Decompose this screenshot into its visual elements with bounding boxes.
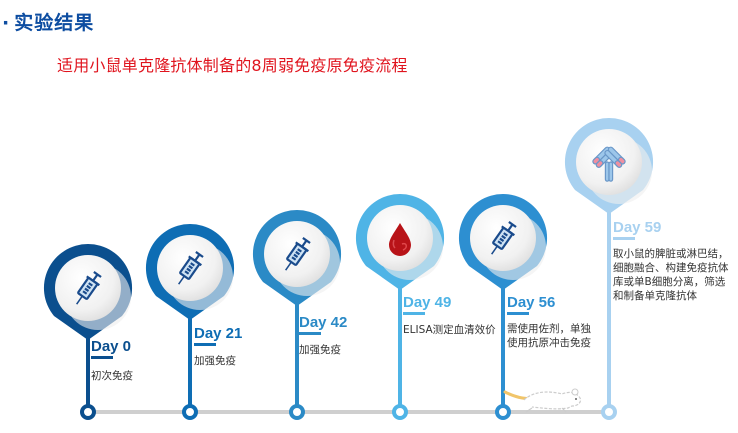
timeline-node bbox=[80, 404, 96, 420]
timeline-stem bbox=[86, 338, 90, 406]
timeline-stem bbox=[607, 212, 611, 406]
diagram-subtitle: 适用小鼠单克隆抗体制备的8周弱免疫原免疫流程 bbox=[57, 56, 408, 75]
timeline-node bbox=[392, 404, 408, 420]
day-underline bbox=[194, 343, 216, 346]
day-underline bbox=[299, 332, 321, 335]
step-description-line: 取小鼠的脾脏或淋巴结， bbox=[613, 248, 729, 260]
day-underline bbox=[403, 312, 425, 315]
step-description-line: 细胞融合、构建免疫抗体 bbox=[613, 262, 729, 274]
map-pin-marker bbox=[145, 223, 235, 320]
day-underline bbox=[91, 356, 113, 359]
title-text: 实验结果 bbox=[14, 12, 95, 34]
step-description-line: 库或单B细胞分离，筛选 bbox=[613, 276, 726, 288]
day-label: Day 56 bbox=[507, 294, 556, 311]
step-description: 加强免疫 bbox=[299, 344, 341, 356]
timeline-stem bbox=[501, 288, 505, 406]
timeline-node bbox=[182, 404, 198, 420]
timeline-node bbox=[601, 404, 617, 420]
step-description: 加强免疫 bbox=[194, 355, 236, 367]
timeline-node bbox=[289, 404, 305, 420]
map-pin-marker bbox=[564, 117, 654, 214]
step-description-line: 需使用佐剂，单独 bbox=[507, 323, 591, 335]
map-pin-marker bbox=[458, 193, 548, 290]
map-pin-marker bbox=[252, 209, 342, 306]
timeline-stem bbox=[188, 318, 192, 406]
day-label: Day 59 bbox=[613, 219, 662, 236]
map-pin-marker bbox=[43, 243, 133, 340]
section-title: ·实验结果 bbox=[2, 8, 94, 35]
mouse-icon bbox=[503, 388, 582, 413]
day-underline bbox=[507, 312, 529, 315]
day-label: Day 21 bbox=[194, 325, 243, 342]
timeline-axis bbox=[86, 410, 606, 414]
map-pin-marker bbox=[355, 193, 445, 290]
day-label: Day 49 bbox=[403, 294, 452, 311]
step-description: 初次免疫 bbox=[91, 370, 133, 382]
day-label: Day 42 bbox=[299, 314, 348, 331]
day-underline bbox=[613, 237, 635, 240]
title-bullet: · bbox=[2, 12, 11, 34]
step-description-line: 和制备单克隆抗体 bbox=[613, 290, 697, 302]
timeline-node bbox=[495, 404, 511, 420]
day-label: Day 0 bbox=[91, 338, 132, 355]
step-description: ELISA测定血清效价 bbox=[403, 324, 496, 336]
timeline-stem bbox=[398, 288, 402, 406]
timeline-stem bbox=[295, 304, 299, 406]
step-description-line: 使用抗原冲击免疫 bbox=[507, 337, 591, 349]
